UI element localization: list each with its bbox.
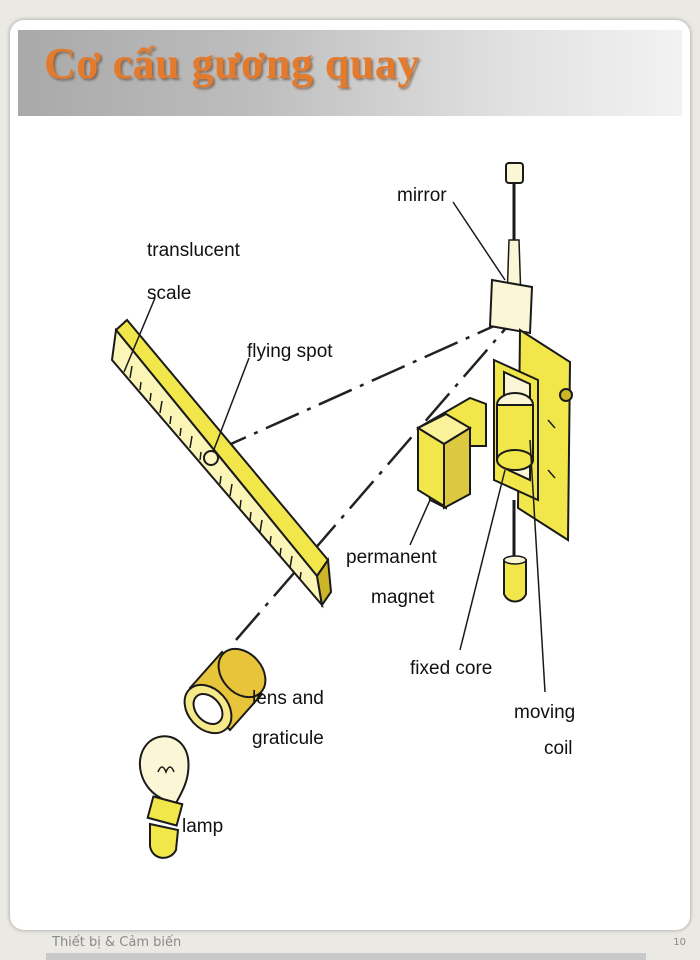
lens-cylinder	[183, 647, 267, 735]
label-lens-graticule-line2: graticule	[252, 728, 324, 749]
beam-lamp-to-mirror	[235, 327, 507, 641]
lamp-bulb	[138, 735, 190, 859]
label-moving-coil-line2: coil	[544, 738, 573, 759]
label-permanent-magnet-line1: permanent	[346, 547, 438, 568]
translucent-scale	[110, 318, 333, 609]
slide-title: Cơ cấu gương quay	[44, 39, 420, 88]
footer-bar	[46, 953, 646, 960]
label-lens-graticule-line1: lens and	[252, 688, 324, 709]
footer-course-name: Thiết bị & Cảm biến	[52, 935, 182, 950]
flying-spot-marker	[203, 450, 219, 466]
page-number: 10	[673, 937, 686, 948]
label-flying-spot: flying spot	[247, 341, 333, 362]
label-translucent-scale-line1: translucent	[147, 240, 241, 261]
label-fixed-core: fixed core	[410, 658, 492, 679]
label-permanent-magnet-line2: magnet	[371, 587, 435, 608]
beam-spot-to-mirror	[212, 320, 504, 454]
galvanometer-mechanism	[415, 162, 573, 603]
label-translucent-scale-line2: scale	[147, 283, 191, 304]
leader-lines	[123, 201, 546, 693]
title-bar	[18, 30, 682, 116]
slide-card	[10, 20, 690, 930]
label-lamp: lamp	[182, 816, 223, 837]
label-moving-coil-line1: moving	[514, 702, 575, 723]
label-mirror: mirror	[397, 185, 447, 206]
